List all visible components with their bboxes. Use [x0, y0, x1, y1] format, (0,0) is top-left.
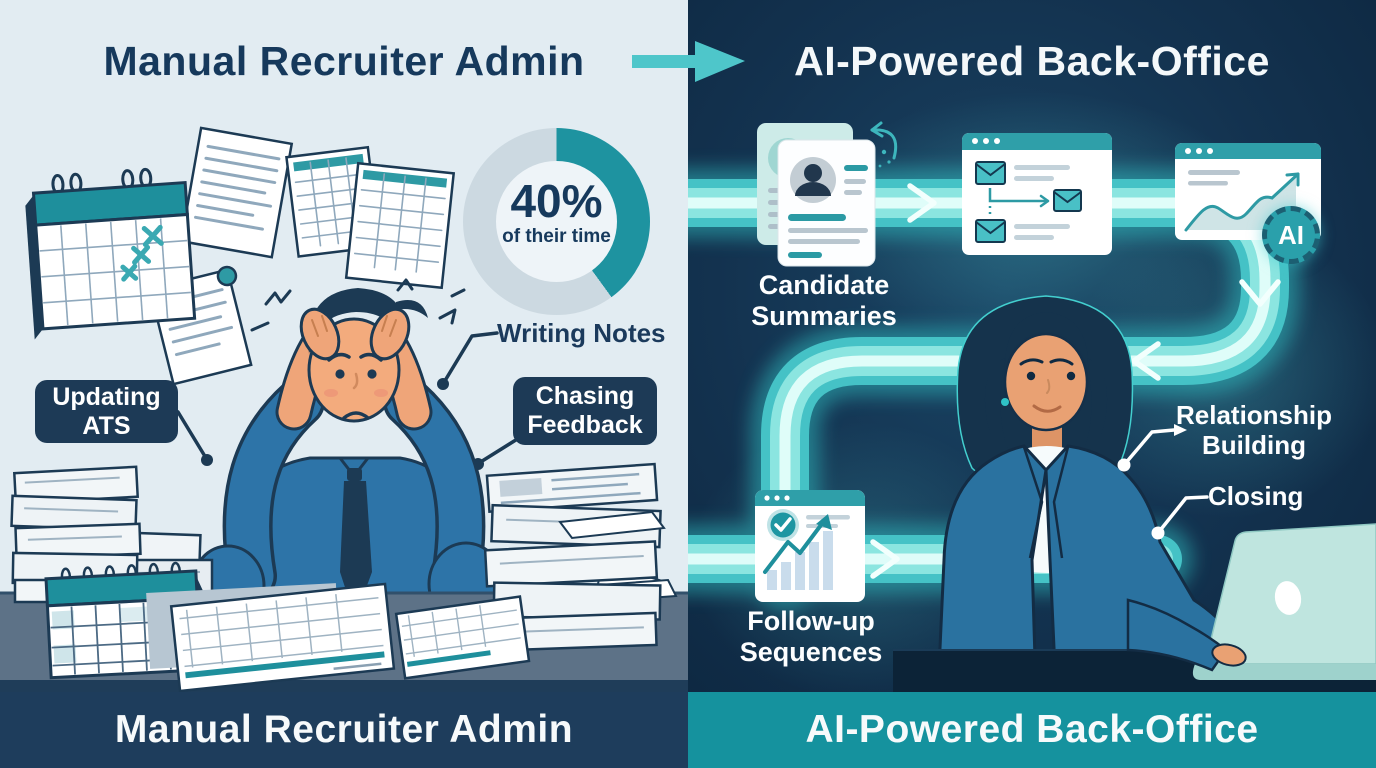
callout-writing-notes: Writing Notes: [497, 318, 666, 348]
bottom-banner-manual: Manual Recruiter Admin: [0, 692, 688, 768]
donut-center-text: 40% of their time: [463, 178, 650, 248]
face: [1003, 332, 1089, 432]
callout-chasing-feedback: Chasing Feedback: [513, 377, 657, 445]
donut-value: 40%: [510, 175, 603, 227]
sync-arrow-sketch: [870, 121, 898, 168]
bar-chart: [767, 531, 833, 590]
label-closing: Closing: [1208, 481, 1304, 511]
pipeline-arrows: [870, 183, 1281, 579]
label-candidate-summaries: Candidate Summaries: [751, 270, 897, 332]
left-panel-artwork: [0, 126, 688, 692]
bottom-banner-ai: AI-Powered Back-Office: [688, 692, 1376, 768]
laptop-logo: [1274, 581, 1302, 615]
blazer-left: [936, 444, 1048, 692]
donut-chart: [463, 128, 650, 315]
connector-dot: [437, 378, 449, 390]
left-chevron-icon: [1131, 341, 1161, 381]
left-panel-manual: Manual Recruiter Admin 40% of their time…: [0, 0, 688, 692]
candidate-card: [757, 123, 876, 267]
right-panel-artwork: [688, 121, 1376, 692]
label-relationship-building: Relationship Building: [1175, 400, 1332, 461]
callout-connectors: [176, 331, 521, 465]
envelope-icon: [1053, 189, 1082, 212]
banner-label-right: AI-Powered Back-Office: [805, 708, 1259, 751]
tie: [340, 468, 372, 618]
left-panel-title: Manual Recruiter Admin: [103, 38, 585, 84]
stress-marks: [250, 278, 466, 332]
right-panel-title: AI-Powered Back-Office: [794, 38, 1270, 84]
envelope-icon: [975, 161, 1006, 185]
envelope-icon: [975, 219, 1006, 243]
right-chevron-icon: [870, 539, 900, 579]
ai-gear-badge-icon: AI: [1262, 206, 1320, 264]
calm-face: [1019, 358, 1076, 413]
paper-stack-right: [483, 462, 678, 653]
spreadsheet-sheets: [146, 582, 531, 692]
follow-up-card: [755, 490, 865, 602]
typing-arm: [1126, 598, 1247, 672]
earring: [1001, 398, 1009, 406]
right-panel-ai: AI-Powered Back-Office Candidate Summari…: [688, 0, 1376, 700]
right-callout-connectors: [1122, 428, 1209, 535]
connector-dot: [1151, 526, 1165, 540]
hair: [308, 288, 405, 354]
donut-caption: of their time: [502, 226, 611, 247]
callout-updating-ats: Updating ATS: [35, 380, 178, 443]
connector-dot: [201, 454, 213, 466]
connector-dot: [1117, 458, 1131, 472]
worried-face: [324, 352, 388, 420]
banner-label-left: Manual Recruiter Admin: [114, 708, 574, 751]
down-chevron-icon: [1239, 279, 1281, 307]
email-sequence-window: [962, 133, 1112, 255]
scattered-papers: [148, 126, 665, 618]
hands-on-head: [299, 307, 411, 361]
label-follow-up-sequences: Follow-up Sequences: [739, 606, 883, 668]
connector-arrowhead: [1174, 424, 1187, 436]
laptop: [1192, 523, 1376, 680]
right-arrow-icon: [632, 41, 745, 82]
line-chart-up-icon: [1184, 172, 1300, 232]
right-chevron-icon: [907, 183, 937, 223]
wall-calendar: [25, 167, 197, 340]
